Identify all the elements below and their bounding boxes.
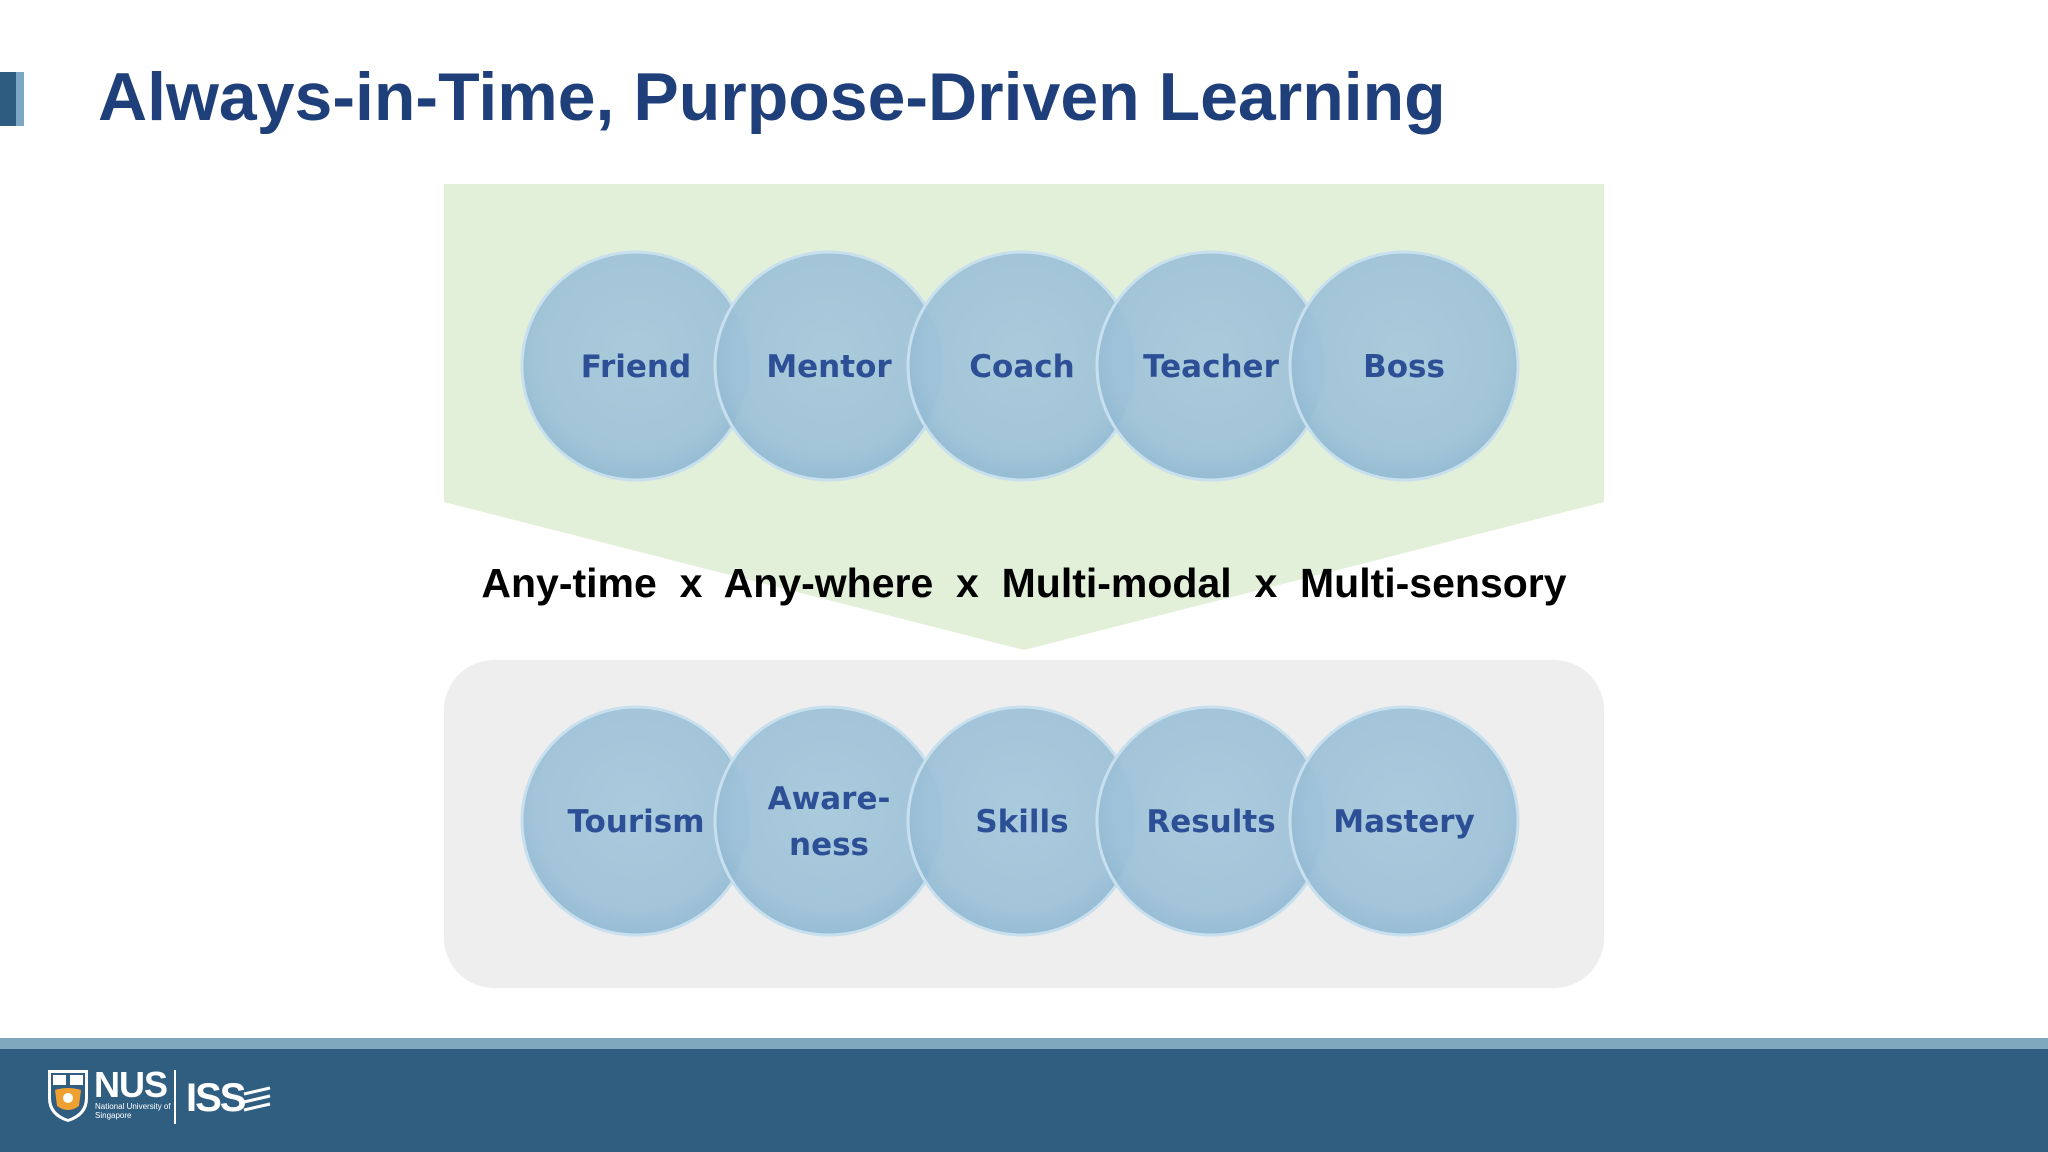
bottom-label-1: Tourism [567, 804, 704, 840]
bottom-label-2: Aware-ness [768, 781, 891, 863]
middle-text: Any-time x Any-where x Multi-modal x Mul… [481, 560, 1566, 606]
nus-logo-text: NUS [94, 1064, 168, 1105]
top-circle-5 [1288, 250, 1520, 482]
top-label-5: Boss [1363, 349, 1445, 385]
top-circle-group: Friend Mentor Coach Teacher Boss [520, 250, 1520, 482]
slide-title: Always-in-Time, Purpose-Driven Learning [98, 59, 1446, 135]
top-label-4: Teacher [1143, 349, 1279, 385]
bottom-circle-group: Tourism Aware-ness Skills Results Mastery [520, 705, 1520, 937]
title-accent-bar [0, 72, 24, 126]
footer-bar [0, 1049, 2048, 1152]
top-label-1: Friend [581, 349, 691, 385]
nus-crest-icon [48, 1070, 88, 1122]
logo-divider [174, 1070, 176, 1124]
iss-logo-text: ISS [186, 1076, 247, 1120]
bottom-label-3: Skills [975, 804, 1068, 840]
iss-logo-lines-icon [243, 1086, 271, 1112]
top-label-3: Coach [969, 349, 1074, 385]
bottom-circle-5 [1288, 705, 1520, 937]
nus-logo-subtitle: National University of Singapore [95, 1102, 171, 1120]
top-label-2: Mentor [766, 349, 892, 385]
bottom-label-5: Mastery [1333, 804, 1475, 840]
bottom-label-4: Results [1146, 804, 1275, 840]
footer-stripe [0, 1038, 2048, 1049]
